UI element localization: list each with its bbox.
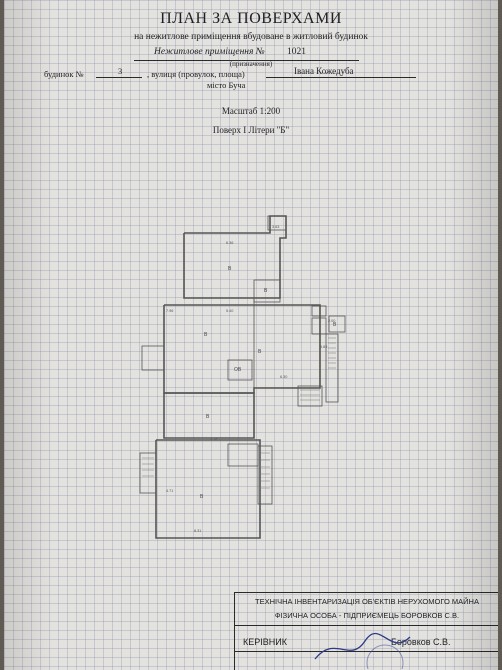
signature-icon	[314, 633, 411, 669]
stamp-divider	[235, 625, 498, 626]
room-label: В	[200, 494, 204, 500]
plan-dimensions: 6.36 3.63 7.96 5.40 2.00 6.30 5.78 8.31 …	[166, 225, 335, 533]
document-title: ПЛАН ЗА ПОВЕРХАМИ	[160, 10, 342, 27]
floor-plan-drawing: В В В В В В ОВ В 6.36 3.63 7.96 5.40 2.0…	[139, 215, 346, 539]
stamp-org-line2: ФІЗИЧНА ОСОБА - ПІДПРИЄМЕЦЬ БОРОВКОВ С.В…	[274, 611, 460, 620]
premise-name: Нежитлове приміщення №	[154, 47, 265, 57]
room-label: В	[204, 332, 208, 338]
room-label: В	[258, 349, 262, 355]
purpose-caption: (призначення)	[229, 60, 273, 68]
street-name: Івана Кожедуба	[294, 66, 354, 76]
room-label: В	[264, 288, 268, 294]
title-block-stamp: ТЕХНІЧНА ІНВЕНТАРИЗАЦІЯ ОБ'ЄКТІВ НЕРУХОМ…	[234, 592, 498, 670]
premise-underline	[134, 60, 359, 61]
plan-inner-lines	[139, 215, 346, 505]
plan-sheet: ПЛАН ЗА ПОВЕРХАМИ на нежитлове приміщенн…	[4, 0, 498, 670]
building-underline	[96, 77, 142, 78]
plan-room-labels: В В В В В В ОВ В	[200, 266, 337, 500]
dimension-label: 3.63	[272, 225, 279, 229]
dimension-label: 5.40	[226, 309, 233, 313]
room-label: В	[333, 322, 337, 328]
dimension-label: 7.96	[166, 309, 173, 313]
building-label: будинок №	[44, 69, 84, 79]
stamp-org-line1: ТЕХНІЧНА ІНВЕНТАРИЗАЦІЯ ОБ'ЄКТІВ НЕРУХОМ…	[255, 597, 479, 606]
building-number: 3	[118, 66, 123, 76]
city: місто Буча	[207, 80, 246, 90]
street-label: , вулиця (провулок, площа)	[147, 69, 245, 79]
dimension-label: 5.78	[210, 437, 217, 441]
dimension-label: 5.85	[320, 345, 327, 349]
dimension-label: 8.31	[194, 529, 201, 533]
scale: Масштаб 1:200	[221, 106, 281, 116]
stamp-head-name: Боровков С.В.	[391, 637, 451, 647]
dimension-label: 4.71	[166, 489, 173, 493]
dimension-label: 6.36	[226, 241, 233, 245]
plan-walls	[155, 215, 321, 539]
stamp-head-label: КЕРІВНИК	[243, 637, 287, 647]
dimension-label: 6.30	[280, 375, 287, 379]
stamp-divider	[235, 651, 498, 652]
document-subtitle: на нежитлове приміщення вбудоване в житл…	[134, 32, 368, 42]
room-label: В	[228, 266, 232, 272]
premise-number: 1021	[287, 47, 306, 57]
room-label: В	[206, 414, 210, 420]
room-label: ОВ	[234, 367, 242, 373]
floor-label: Поверх І Літери "Б"	[212, 125, 290, 135]
dimension-label: 2.00	[328, 319, 335, 323]
street-underline	[266, 77, 416, 78]
plan-hatching	[142, 337, 336, 489]
